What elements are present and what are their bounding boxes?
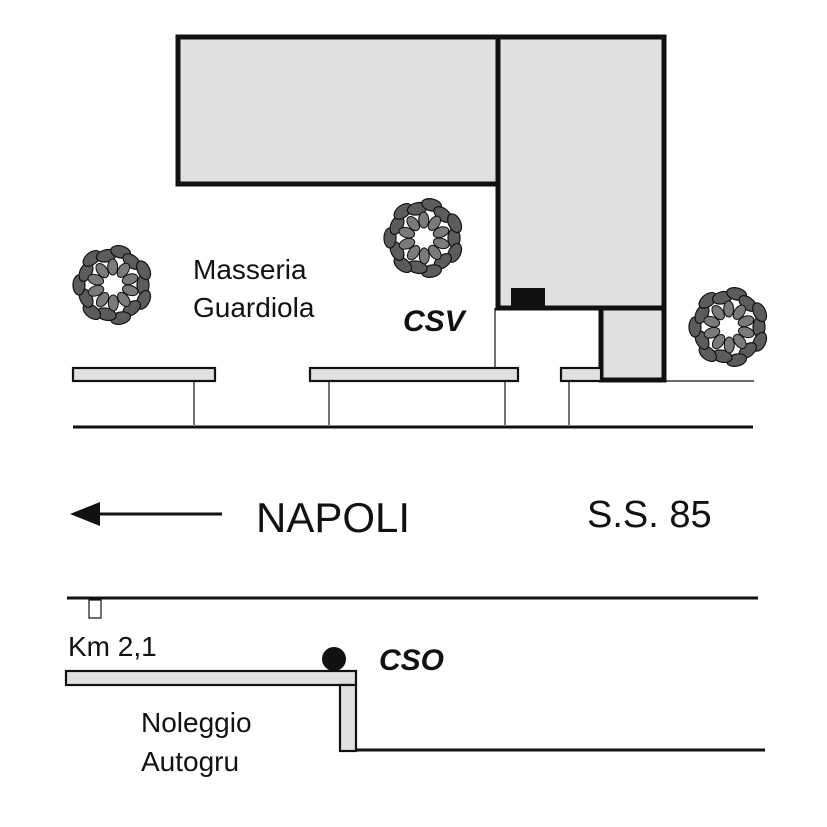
tree-icon-left [72, 245, 152, 325]
wall-north-middle [308, 366, 520, 383]
cso-marker-dot [322, 647, 346, 671]
wall-north-left [71, 366, 217, 383]
tree-icon-center [383, 198, 463, 278]
noleggio-label-line1: Noleggio [141, 707, 252, 738]
cso-label: CSO [379, 644, 444, 677]
masseria-label-line1: Masseria [193, 254, 307, 285]
road-name-label: S.S. 85 [587, 494, 712, 536]
wall-north-right [559, 366, 603, 383]
masseria-label-line2: Guardiola [193, 292, 315, 323]
wall-south-horizontal [64, 669, 358, 687]
tree-icon-right [688, 287, 768, 367]
building-tower [495, 34, 667, 311]
csv-marker-square [511, 288, 545, 308]
km-marker-post [88, 599, 102, 619]
csv-label: CSV [403, 305, 468, 338]
building-main-wing [175, 34, 501, 187]
km-label: Km 2,1 [68, 631, 157, 662]
wall-south-vertical [338, 683, 358, 753]
direction-label: NAPOLI [256, 494, 410, 541]
arrow-left-icon [70, 502, 222, 526]
building-annex [598, 305, 667, 383]
noleggio-label-line2: Autogru [141, 746, 239, 777]
